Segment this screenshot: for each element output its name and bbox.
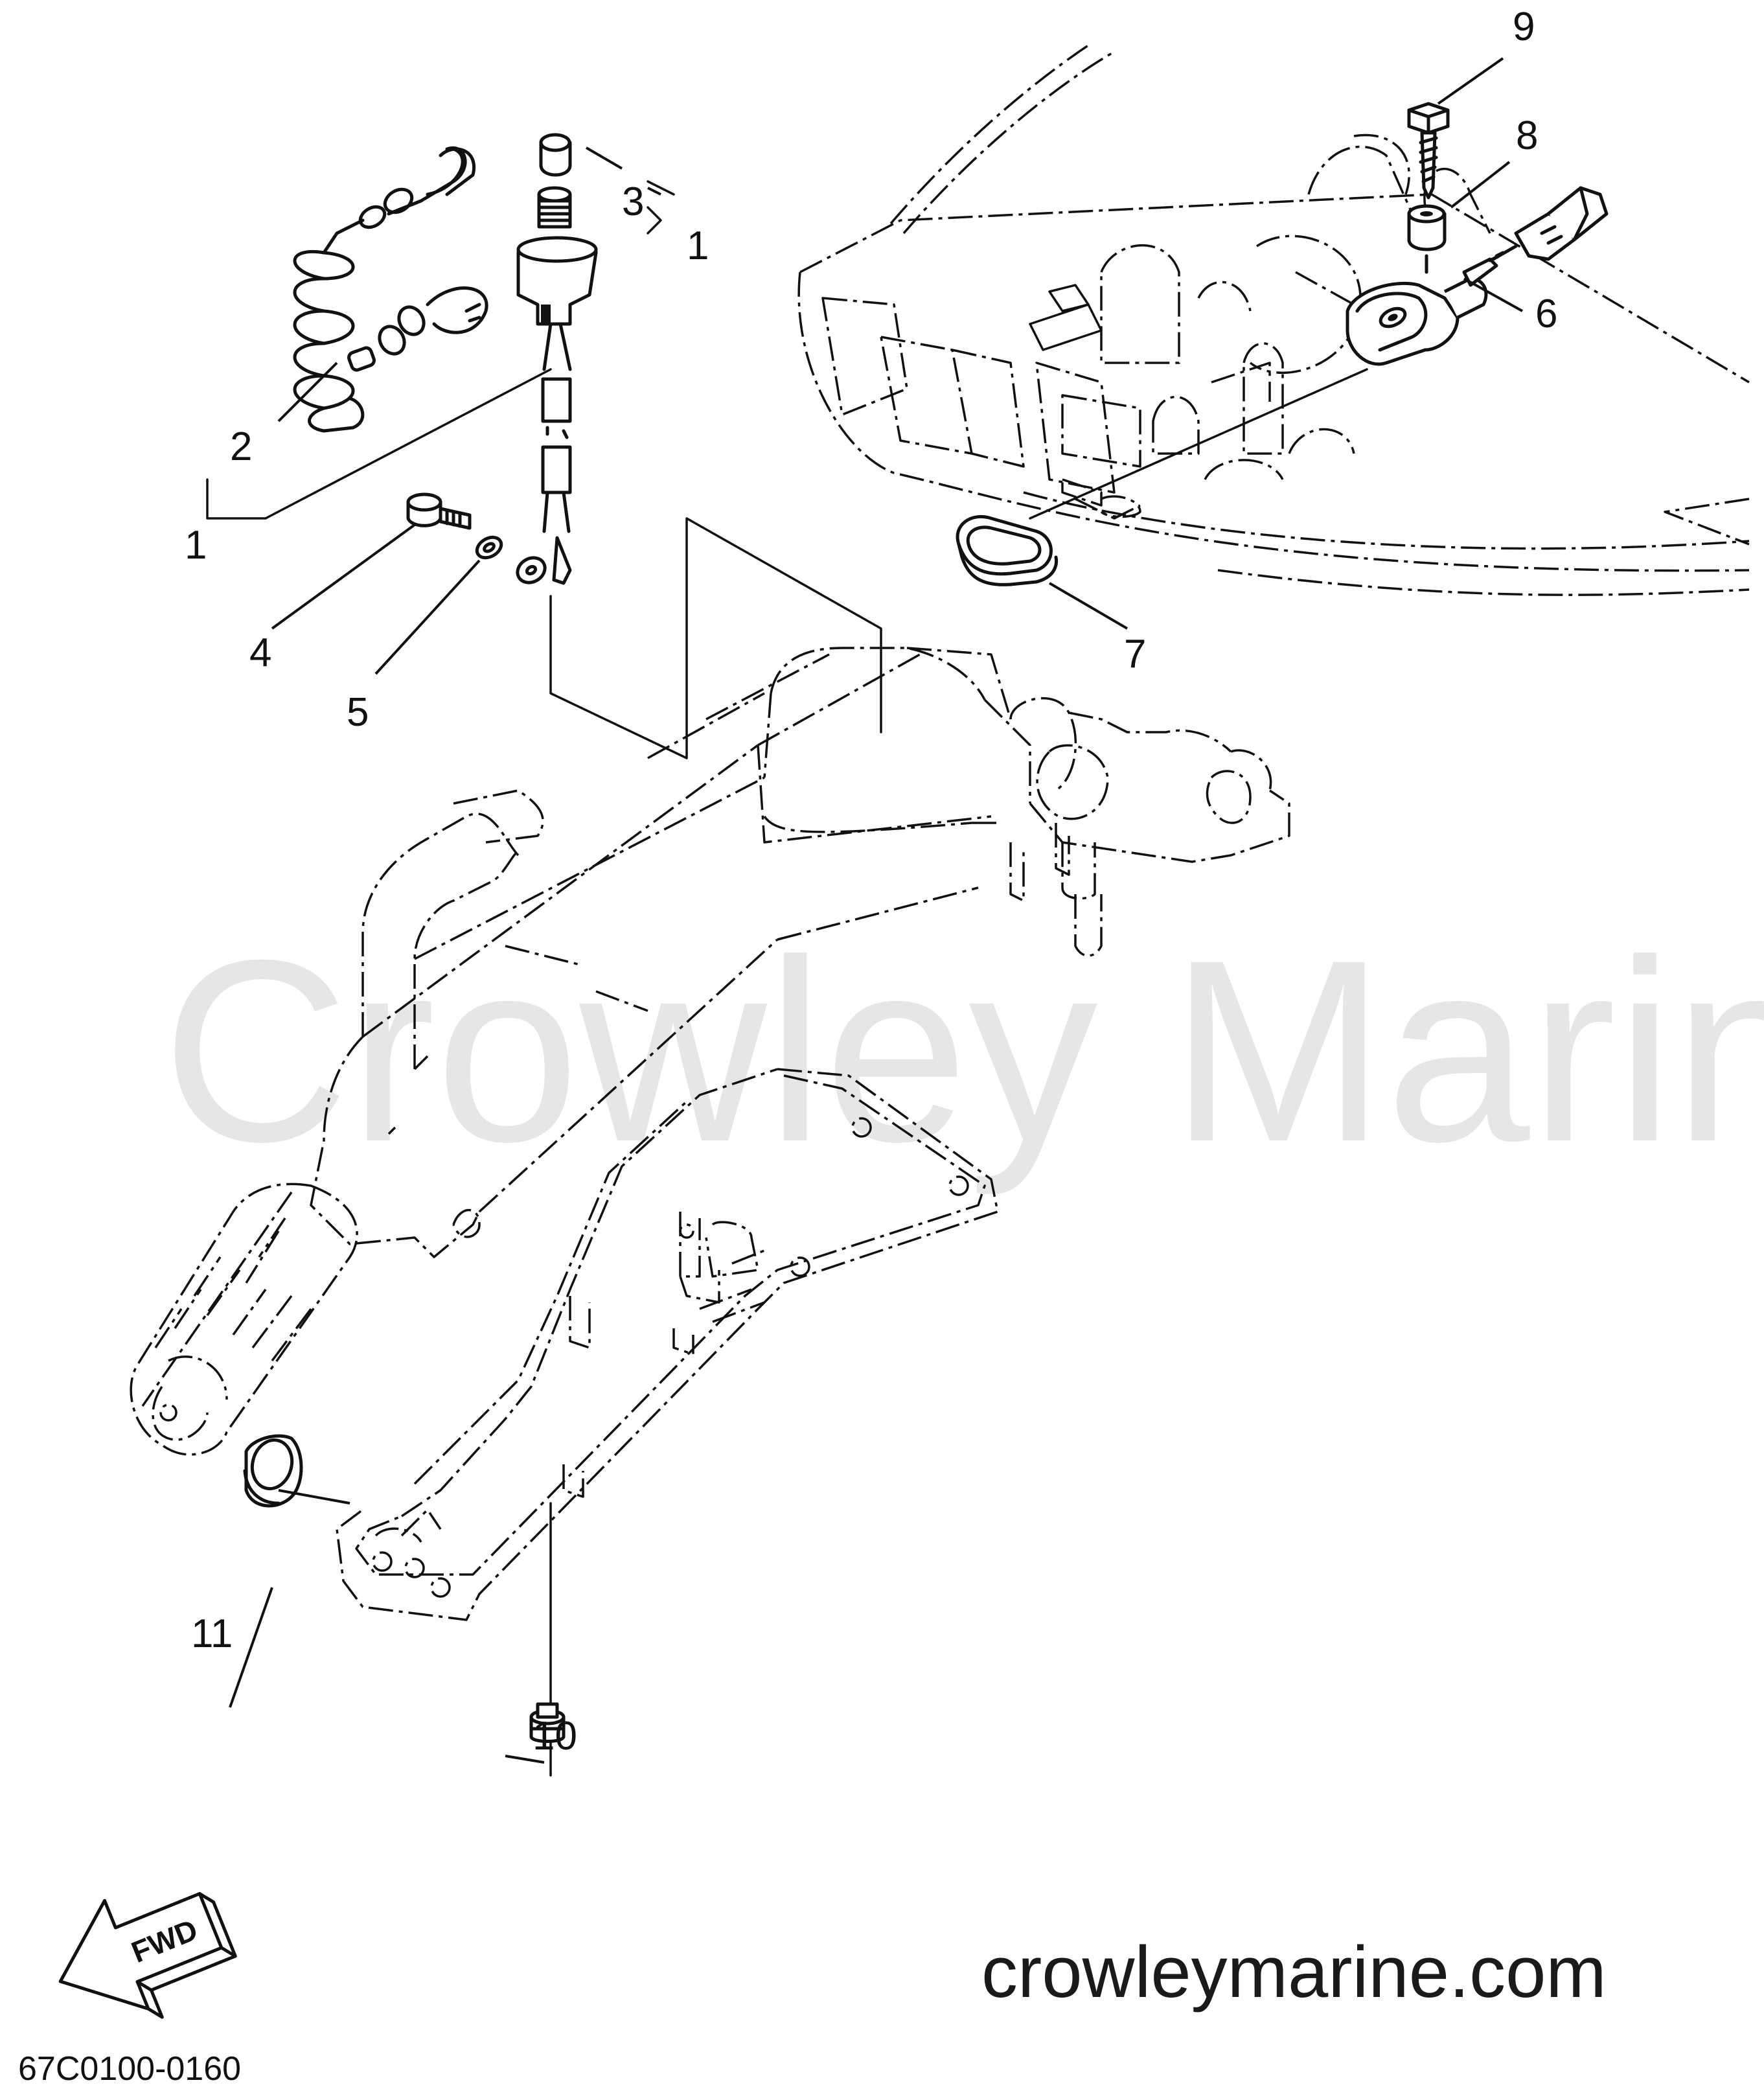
callout-labels: 3 1 2 1 4 5 6 7 8 9 10 11 <box>185 5 1557 1759</box>
part-lanyard[interactable] <box>293 146 488 433</box>
fwd-arrow: FWD <box>58 1892 237 2019</box>
callout-1-switch: 1 <box>687 224 709 268</box>
diagram-code: 67C0100-0160 <box>18 2050 241 2088</box>
callout-leaders <box>229 57 1523 1764</box>
callout-9: 9 <box>1513 5 1535 49</box>
part-collar[interactable] <box>1407 204 1447 274</box>
part-bolt[interactable] <box>406 492 472 530</box>
callout-11: 11 <box>191 1611 233 1656</box>
callout-2: 2 <box>230 424 252 469</box>
part-screw[interactable] <box>1407 102 1450 200</box>
watermark: Crowley Marine <box>162 906 1764 1197</box>
callout-3: 3 <box>622 179 644 224</box>
bottom-cowling-outline <box>797 44 1750 596</box>
part-washer-ring[interactable] <box>513 553 549 587</box>
part-drain-bolt[interactable] <box>529 1702 566 1743</box>
part-stop-switch[interactable] <box>516 186 598 585</box>
callout-8: 8 <box>1516 113 1538 158</box>
callout-7: 7 <box>1124 632 1146 676</box>
part-washer-small[interactable] <box>474 533 505 562</box>
website-url[interactable]: crowleymarine.com <box>981 1932 1607 2013</box>
part-wire-grommet[interactable] <box>1346 186 1609 366</box>
bottom-cover-outline <box>336 1068 999 1621</box>
callout-1-kit: 1 <box>185 523 207 568</box>
part-grommet-oval[interactable] <box>956 514 1059 586</box>
part-cap[interactable] <box>539 133 572 177</box>
callout-6: 6 <box>1535 292 1557 336</box>
callout-5: 5 <box>347 690 369 735</box>
steering-handle-outline <box>130 647 1290 1456</box>
callout-4: 4 <box>249 630 271 675</box>
callout-10: 10 <box>533 1714 577 1759</box>
part-plug[interactable] <box>243 1434 303 1508</box>
